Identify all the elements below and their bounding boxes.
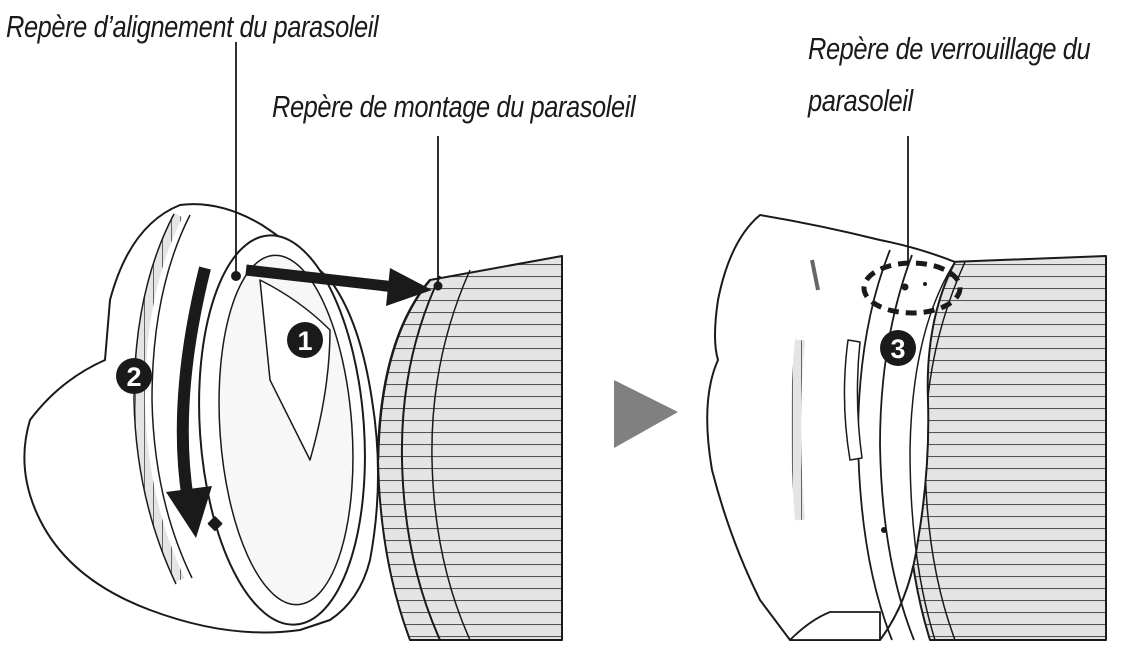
label-hood-lock-mark-line2: parasoleil: [808, 83, 913, 118]
left-illustration: [23, 42, 563, 641]
svg-text:3: 3: [890, 334, 905, 364]
label-hood-alignment-mark: Repère d’alignement du parasoleil: [6, 9, 379, 44]
lock-mark-dot: [901, 283, 909, 291]
svg-text:2: 2: [126, 362, 141, 392]
lens-barrel-left: [376, 255, 563, 641]
lens-hood-right: [706, 214, 956, 641]
alignment-mark-dot: [231, 271, 241, 281]
arrow-step-1: [245, 264, 396, 293]
transition-arrow-icon: [614, 380, 678, 448]
right-illustration: [706, 136, 1107, 641]
lock-mark-highlight: [861, 260, 963, 316]
arrow-step-2-head: [166, 486, 212, 538]
lock-diamond-mark: [207, 516, 223, 532]
arrow-step-1-head: [386, 268, 432, 306]
label-hood-lock-mark-line1: Repère de verrouillage du: [808, 31, 1091, 66]
lens-hood-left: [23, 203, 380, 634]
label-hood-mounting-mark: Repère de montage du parasoleil: [272, 89, 636, 124]
svg-text:1: 1: [297, 326, 312, 356]
step-badge-1: 1: [287, 322, 323, 358]
arrow-step-2: [176, 266, 211, 501]
step-badge-2: 2: [116, 358, 152, 394]
mounting-mark-dot: [433, 281, 443, 291]
step-badge-3: 3: [880, 330, 916, 366]
